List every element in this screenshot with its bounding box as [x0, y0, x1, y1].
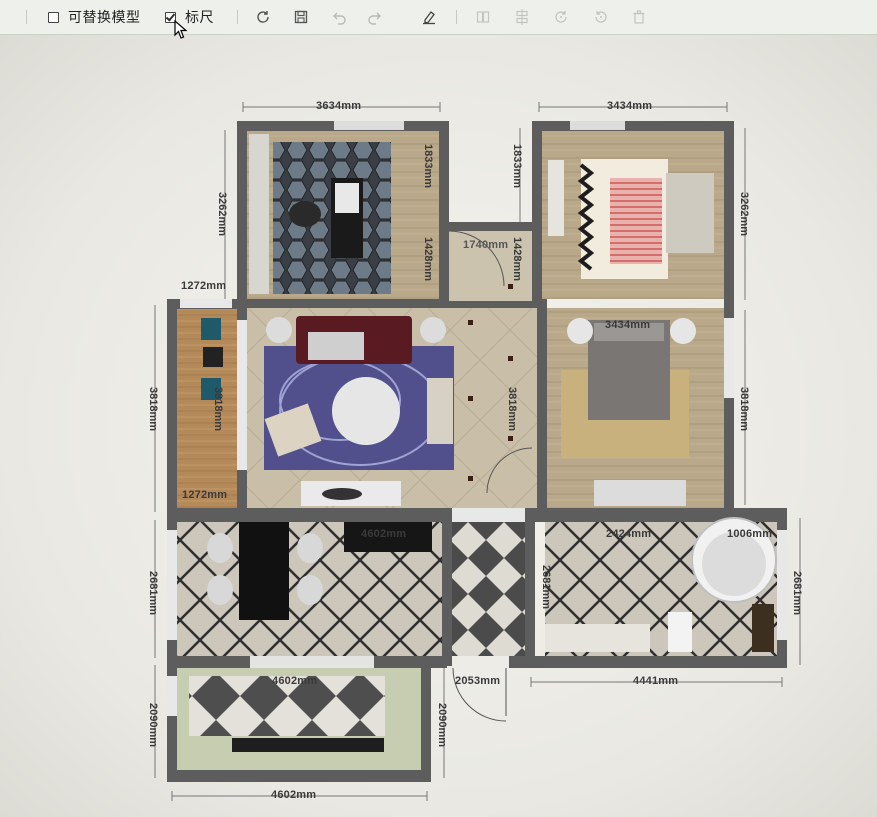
dim-left-mid-height: 3818mm [147, 386, 160, 432]
dim-dining-width: 4602mm [361, 528, 407, 540]
ruler-checkbox[interactable] [165, 11, 176, 23]
replaceable-model-toggle[interactable]: 可替换模型 [48, 0, 141, 34]
toolbar: 可替换模型 标尺 [0, 0, 877, 35]
floorplan-canvas[interactable]: 3634mm 3434mm 3262mm 3262mm 3818mm 3818m… [0, 35, 877, 817]
rotate-cw-icon[interactable] [553, 9, 569, 25]
floorplan [154, 102, 801, 801]
align-icon[interactable] [514, 9, 530, 25]
dim-bedroom2-width: 3434mm [605, 319, 651, 331]
dim-corridor-top: 1833mm [511, 143, 524, 189]
dim-bath-width: 2424mm [606, 528, 652, 540]
dim-living-height: 3818mm [506, 386, 519, 432]
dim-study-left-width: 1272mm [181, 280, 227, 292]
delete-icon[interactable] [631, 9, 647, 25]
toolbar-separator [456, 10, 457, 24]
dim-tub-width: 1006mm [727, 528, 773, 540]
toolbar-separator [26, 10, 27, 24]
rotate-ccw-icon[interactable] [593, 9, 609, 25]
dim-corridor-width: 1740mm [463, 239, 509, 251]
dim-study-left-width-bottom: 1272mm [182, 489, 228, 501]
ruler-label: 标尺 [185, 9, 214, 25]
eraser-icon[interactable] [421, 9, 437, 25]
dim-bath-height: 2681mm [540, 564, 553, 610]
dim-study-height: 3818mm [212, 386, 225, 432]
mouse-cursor-icon [174, 19, 188, 45]
redo-icon[interactable] [367, 9, 383, 25]
mirror-icon[interactable] [475, 9, 491, 25]
toolbar-separator [237, 10, 238, 24]
dim-study-inner-bottom: 1428mm [422, 236, 435, 282]
dim-left-lower-height: 2681mm [147, 570, 160, 616]
dim-top-right-width: 3434mm [607, 100, 653, 112]
hall-floor [452, 522, 525, 656]
dim-balcony-height: 2090mm [436, 702, 449, 748]
dim-door-width: 2053mm [455, 675, 501, 687]
left-room-floor [177, 309, 237, 508]
dim-study-inner-top: 1833mm [422, 143, 435, 189]
save-icon[interactable] [293, 9, 309, 25]
dim-top-left-width: 3634mm [316, 100, 362, 112]
ruler-toggle[interactable]: 标尺 [165, 0, 214, 34]
dim-right-top-height: 3262mm [738, 191, 751, 237]
dim-corridor-mid: 1428mm [511, 236, 524, 282]
dim-right-mid-height: 3818mm [738, 386, 751, 432]
dim-bottom-right-width: 4441mm [633, 675, 679, 687]
dim-kitchen-width: 4602mm [272, 675, 318, 687]
dim-left-top-height: 3262mm [216, 191, 229, 237]
dim-left-bottom-height: 2090mm [147, 702, 160, 748]
refresh-icon[interactable] [255, 9, 271, 25]
replaceable-model-checkbox[interactable] [48, 11, 59, 23]
undo-icon[interactable] [331, 9, 347, 25]
dim-bottom-width: 4602mm [271, 789, 317, 801]
dim-right-lower-height: 2681mm [791, 570, 804, 616]
replaceable-model-label: 可替换模型 [68, 9, 141, 25]
